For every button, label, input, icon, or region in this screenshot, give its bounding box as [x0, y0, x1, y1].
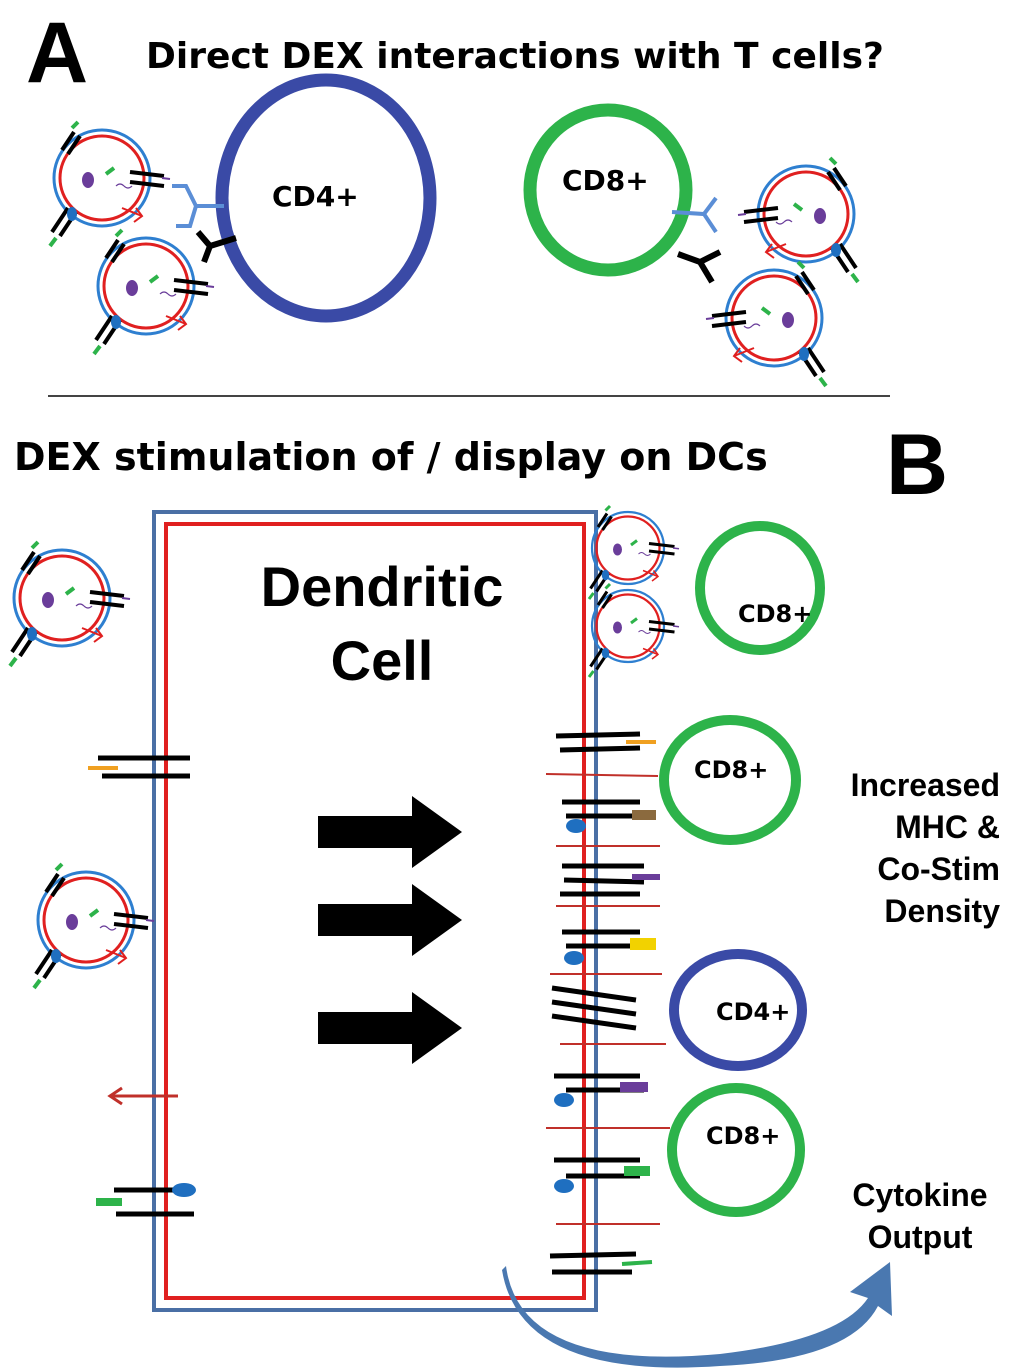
tcr-receptor-icon: [671, 196, 718, 234]
cd4-label-a: CD4+: [272, 180, 359, 213]
dc-surface-molecules: [545, 731, 670, 1275]
right-arrow-icon: [318, 796, 462, 868]
output-line1: Cytokine: [852, 1177, 987, 1213]
note-line2: MHC &: [895, 809, 1000, 845]
dendritic-cell-inner-membrane: [164, 522, 586, 1300]
costim-receptor-icon: [195, 230, 237, 264]
note-line3: Co-Stim: [877, 851, 1000, 887]
exosome-a1: [48, 120, 172, 248]
t-cell-top-label: CD8+: [738, 600, 812, 628]
dendritic-cell-outer-membrane: [152, 510, 598, 1312]
mhc-left-1: [88, 755, 190, 779]
right-arrow-icon: [318, 884, 462, 956]
t-cell-1-label: CD8+: [694, 756, 768, 784]
panel-a-title: Direct DEX interactions with T cells?: [146, 36, 884, 77]
exosome-b2: [32, 862, 156, 990]
cd8-t-cell-a: CD8+: [523, 103, 693, 277]
panel-b-title: DEX stimulation of / display on DCs: [14, 435, 768, 479]
right-arrow-icon: [318, 992, 462, 1064]
t-cell-1: CD8+: [659, 715, 801, 845]
dc-label-line1: Dendritic: [261, 555, 504, 618]
note-line4: Density: [884, 893, 1000, 929]
exosome-b4: [587, 582, 681, 679]
output-line2: Output: [868, 1219, 973, 1255]
t-cell-3-label: CD8+: [706, 1122, 780, 1150]
exosome-b1: [8, 540, 132, 668]
exosome-a2: [92, 228, 216, 356]
dc-label-line2: Cell: [331, 629, 434, 692]
cytokine-output-arrow-icon: [502, 1262, 892, 1368]
t-cell-3: CD8+: [667, 1083, 805, 1217]
exosome-a4: [704, 260, 828, 388]
exosome-b3: [587, 504, 681, 601]
mhc-left-2: [96, 1183, 196, 1217]
red-arrow-left-icon: [107, 1086, 178, 1106]
t-cell-top: CD8+: [695, 521, 825, 655]
tcr-receptor-icon: [172, 184, 224, 228]
panel-a-letter: A: [26, 5, 88, 101]
cd8-label-a: CD8+: [562, 164, 649, 197]
cd4-t-cell-a: CD4+: [215, 73, 437, 323]
t-cell-2-label: CD4+: [716, 998, 790, 1026]
note-line1: Increased: [851, 767, 1000, 803]
t-cell-2: CD4+: [669, 949, 807, 1071]
costim-receptor-icon: [676, 249, 722, 284]
panel-b-letter: B: [886, 417, 948, 513]
